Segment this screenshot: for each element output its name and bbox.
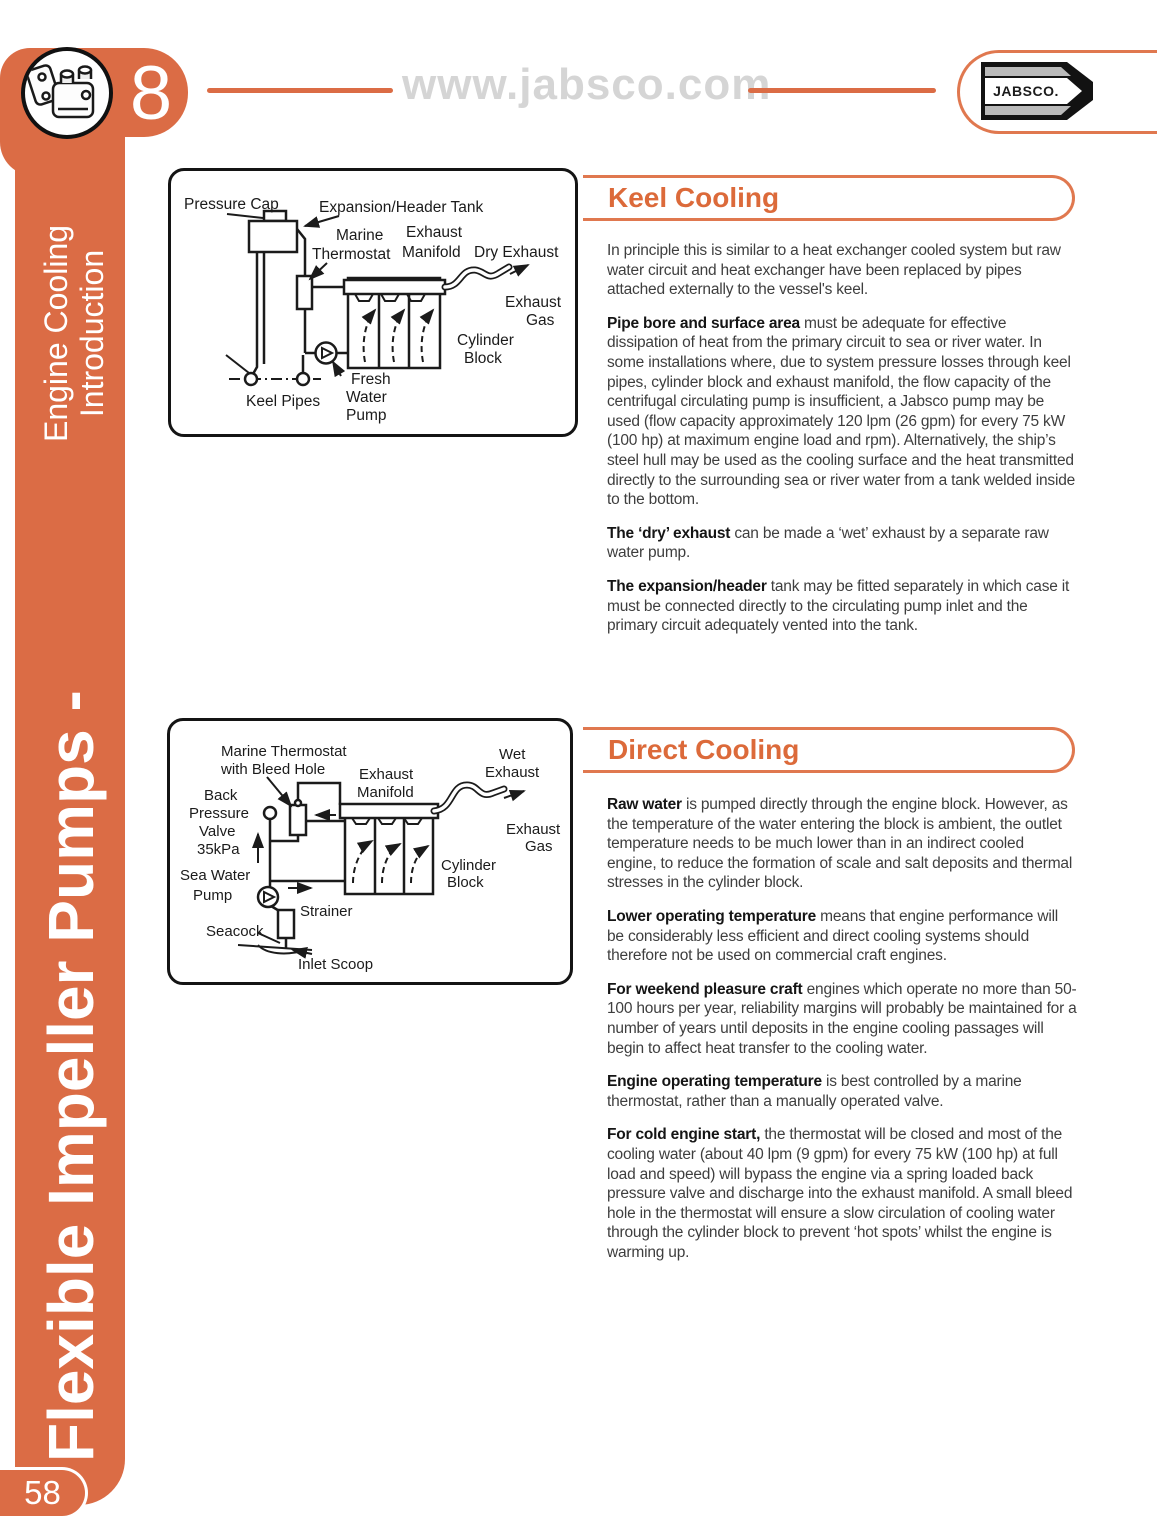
label-marine: Marine: [336, 227, 383, 244]
direct-cooling-heading-box: Direct Cooling: [583, 727, 1075, 773]
page-number: 58: [24, 1474, 61, 1511]
jabsco-logo-text: JABSCO.: [993, 83, 1059, 99]
logo-outline: [957, 50, 1157, 134]
page-number-tab: 58: [0, 1467, 88, 1519]
label-wet-exhaust: Exhaust: [485, 764, 540, 781]
label-inlet-scoop: Inlet Scoop: [298, 956, 373, 973]
paragraph-lead: Lower operating temperature: [607, 907, 817, 925]
label-exhaust-gas-1: Exhaust: [506, 821, 561, 838]
label-back: Back: [204, 787, 238, 804]
keel-cooling-diagram: Pressure Cap Expansion/Header Tank Marin…: [168, 168, 578, 437]
label-pressure: Pressure: [189, 805, 249, 822]
label-exhaust-gas-1: Exhaust: [505, 294, 562, 311]
label-block: Block: [464, 350, 502, 367]
paragraph-text: means that engine performance will be co…: [607, 907, 1059, 965]
label-expansion-header-tank: Expansion/Header Tank: [319, 199, 484, 216]
label-pressure-cap: Pressure Cap: [184, 196, 279, 213]
paragraph-lead: Raw water: [607, 796, 682, 813]
sidebar-column: [15, 60, 125, 1505]
label-cylinder: Cylinder: [441, 857, 496, 874]
direct-cooling-text: Raw water is pumped directly through the…: [607, 795, 1077, 1276]
paragraph-lead: Engine operating temperature: [607, 1073, 822, 1091]
label-keel-pipes: Keel Pipes: [246, 393, 320, 410]
keel-cooling-title: Keel Cooling: [608, 182, 780, 213]
paragraph-text: is best controlled by a marine thermosta…: [607, 1073, 1022, 1110]
paragraph-lead: For cold engine start,: [607, 1126, 761, 1144]
direct-cooling-schematic: Marine Thermostat with Bleed Hole Exhaus…: [180, 743, 561, 973]
paragraph-text: must be adequate for effective dissipati…: [607, 314, 1076, 509]
paragraph-lead: The expansion/header: [607, 577, 767, 595]
label-dry-exhaust: Dry Exhaust: [474, 244, 559, 261]
keel-cooling-text: In principle this is similar to a heat e…: [607, 241, 1077, 650]
label-cylinder: Cylinder: [457, 332, 514, 349]
header-dash-left: [207, 88, 393, 93]
paragraph-text: tank may be fitted separately in which c…: [607, 577, 1070, 635]
label-manifold: Manifold: [402, 244, 461, 261]
paragraph: In principle this is similar to a heat e…: [607, 241, 1077, 300]
label-marine-thermostat-2: with Bleed Hole: [220, 761, 325, 778]
paragraph: The ‘dry’ exhaust can be made a ‘wet’ ex…: [607, 524, 1077, 563]
jabsco-logo: JABSCO.: [981, 62, 1093, 120]
paragraph-lead: Pipe bore and surface area: [607, 314, 800, 332]
paragraph-text: can be made a ‘wet’ exhaust by a separat…: [607, 524, 1049, 562]
paragraph-text: is pumped directly through the engine bl…: [607, 796, 1073, 892]
keel-cooling-heading-box: Keel Cooling: [583, 175, 1075, 221]
paragraph-text: engines which operate no more than 50-10…: [607, 980, 1077, 1057]
label-wet: Wet: [499, 746, 526, 763]
paragraph: Lower operating temperature means that e…: [607, 907, 1077, 966]
label-exhaust-gas-2: Gas: [526, 312, 555, 329]
label-35kpa: 35kPa: [197, 841, 240, 858]
label-water: Water: [346, 389, 387, 406]
label-block: Block: [447, 874, 484, 891]
header-dash-right: [748, 88, 936, 93]
direct-cooling-diagram: Marine Thermostat with Bleed Hole Exhaus…: [167, 718, 573, 985]
sidebar-subtitle: Engine Cooling Introduction: [38, 225, 110, 442]
label-seacock: Seacock: [206, 923, 264, 940]
paragraph: Pipe bore and surface area must be adequ…: [607, 314, 1077, 510]
label-exhaust: Exhaust: [406, 224, 463, 241]
paragraph-lead: The ‘dry’ exhaust: [607, 524, 731, 542]
sidebar-subtitle-line1: Engine Cooling: [38, 224, 74, 442]
direct-cooling-title: Direct Cooling: [608, 734, 800, 765]
paragraph: For cold engine start, the thermostat wi…: [607, 1125, 1077, 1262]
label-valve: Valve: [199, 823, 235, 840]
paragraph: Raw water is pumped directly through the…: [607, 795, 1077, 893]
sidebar-subtitle-line2: Introduction: [74, 249, 110, 418]
keel-cooling-schematic: Pressure Cap Expansion/Header Tank Marin…: [184, 196, 562, 424]
chapter-number: 8: [129, 51, 173, 136]
paragraph-lead: For weekend pleasure craft: [607, 980, 803, 998]
paragraph: The expansion/header tank may be fitted …: [607, 577, 1077, 636]
flexible-impeller-pump-icon: [26, 64, 95, 119]
label-fresh: Fresh: [351, 371, 391, 388]
label-strainer: Strainer: [300, 903, 353, 920]
label-thermostat: Thermostat: [312, 246, 391, 263]
label-sea-water: Sea Water: [180, 867, 250, 884]
paragraph: Engine operating temperature is best con…: [607, 1072, 1077, 1111]
website-url: www.jabsco.com: [402, 60, 772, 109]
paragraph: For weekend pleasure craft engines which…: [607, 980, 1077, 1058]
label-marine-thermostat-1: Marine Thermostat: [221, 743, 347, 760]
pump-icon: [21, 47, 113, 139]
label-sea-pump: Pump: [193, 887, 232, 904]
label-exhaust: Exhaust: [359, 766, 414, 783]
label-pump: Pump: [346, 407, 387, 424]
label-exhaust-gas-2: Gas: [525, 838, 553, 855]
paragraph-text: the thermostat will be closed and most o…: [607, 1126, 1073, 1261]
paragraph-text: In principle this is similar to a heat e…: [607, 242, 1061, 299]
sidebar-title: Flexible Impeller Pumps -: [35, 690, 107, 1462]
label-manifold: Manifold: [357, 784, 414, 801]
